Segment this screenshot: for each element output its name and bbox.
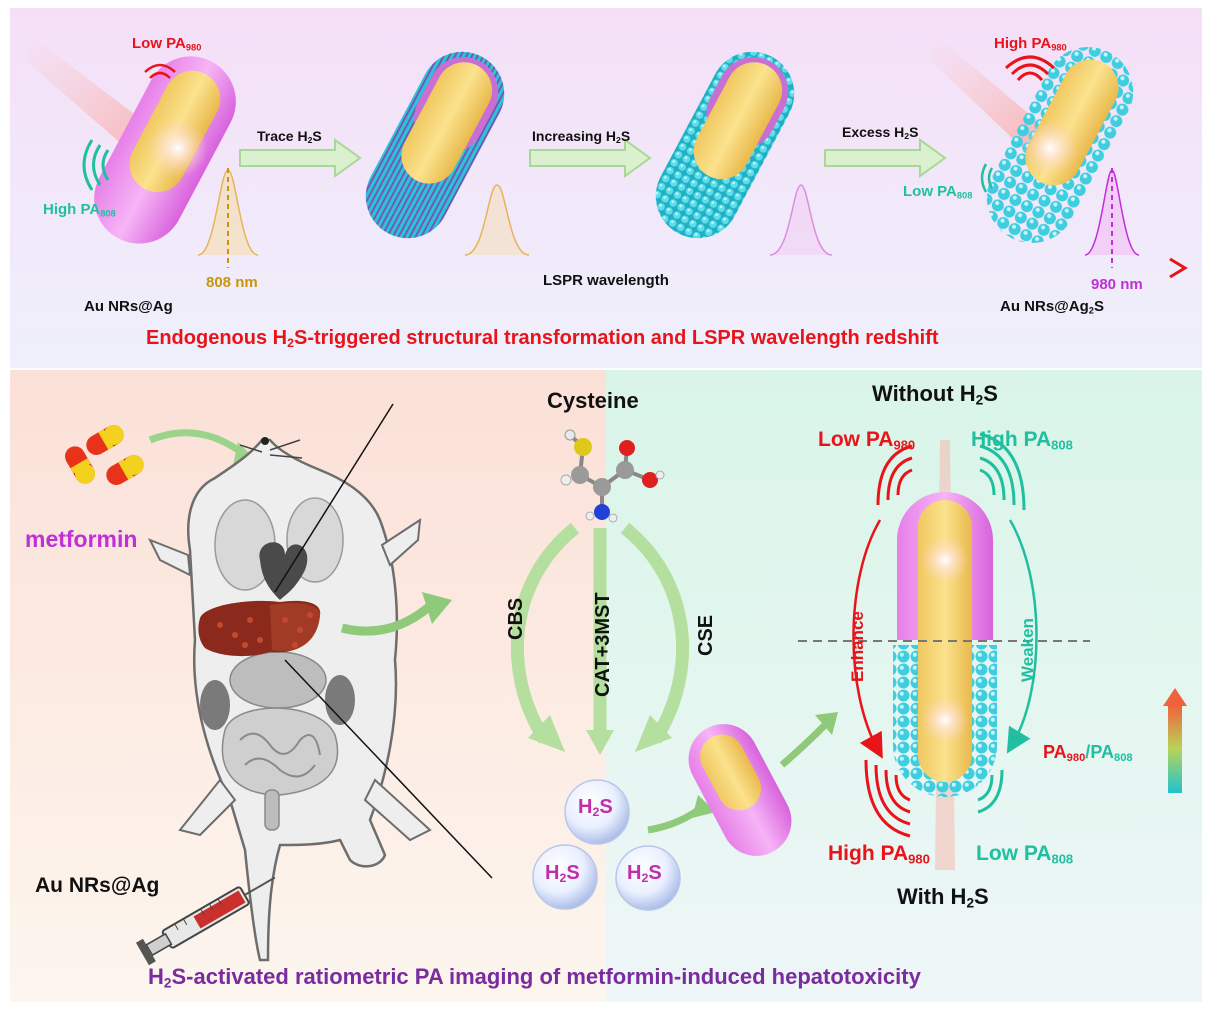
light-flare-4 bbox=[1022, 120, 1078, 176]
transform-arrow-3 bbox=[824, 138, 947, 178]
label-cbs: CBS bbox=[505, 597, 527, 640]
liver-to-pathway-arrow bbox=[340, 602, 433, 636]
top-caption: Endogenous H2S-triggered structural tran… bbox=[146, 327, 939, 351]
label-low-pa980: Low PA980 bbox=[818, 428, 916, 453]
light-flare-1 bbox=[148, 118, 208, 178]
transform-arrow-2 bbox=[529, 138, 652, 178]
label-trace-h2s: Trace H2S bbox=[257, 128, 322, 146]
label-with-h2s: With H2S bbox=[897, 884, 989, 911]
wave-high-pa980 bbox=[864, 759, 911, 838]
h2s-bubble-1 bbox=[564, 779, 630, 845]
zoom-line-bottom bbox=[284, 659, 493, 879]
label-enhance: Enhance bbox=[848, 611, 867, 682]
metformin-capsule-3 bbox=[106, 455, 144, 485]
spectrum-peak-2 bbox=[464, 184, 530, 256]
probe-to-detail-arrowhead bbox=[815, 712, 838, 735]
label-ratio: PA980/PA808 bbox=[1043, 742, 1133, 764]
label-au-nrs-ag-top: Au NRs@Ag bbox=[84, 298, 173, 315]
ratio-colorbar bbox=[1168, 705, 1182, 793]
h2s-text-3: H2S bbox=[627, 862, 662, 886]
h2s-bubble-3 bbox=[615, 845, 681, 911]
syringe bbox=[135, 876, 276, 966]
bottom-caption: H2S-activated ratiometric PA imaging of … bbox=[148, 964, 921, 991]
signal-wave-high-pa980-top bbox=[1004, 55, 1056, 82]
liver bbox=[198, 600, 321, 657]
metformin-capsule-2 bbox=[65, 446, 95, 484]
label-low-pa980-top: Low PA980 bbox=[132, 35, 202, 53]
probe-rod-center bbox=[688, 724, 792, 856]
signal-wave-low-pa808-top bbox=[980, 163, 994, 193]
rod-trace-h2s bbox=[365, 51, 505, 239]
signal-wave-high-pa808-top bbox=[82, 139, 110, 191]
zoom-line-top bbox=[274, 403, 394, 593]
detail-flare-top bbox=[921, 536, 969, 584]
label-metformin: metformin bbox=[25, 526, 138, 552]
label-high-pa980: High PA980 bbox=[828, 842, 930, 867]
label-increasing-h2s: Increasing H2S bbox=[532, 128, 631, 146]
label-cysteine: Cysteine bbox=[547, 388, 639, 413]
signal-wave-low-pa980-top bbox=[144, 63, 176, 79]
wave-high-pa808 bbox=[979, 432, 1026, 511]
label-weaken: Weaken bbox=[1018, 618, 1037, 682]
label-980nm: 980 nm bbox=[1091, 276, 1143, 293]
oral-arrow bbox=[148, 429, 248, 458]
label-high-pa980-top: High PA980 bbox=[994, 35, 1067, 53]
label-808nm: 808 nm bbox=[206, 274, 258, 291]
cse-arrowhead bbox=[635, 715, 672, 752]
enhance-arrow bbox=[852, 519, 883, 759]
lspr-axis-arrowhead bbox=[1169, 257, 1188, 279]
h2s-text-1: H2S bbox=[578, 796, 613, 820]
weaken-arrow bbox=[1006, 519, 1038, 754]
metformin-capsule-1 bbox=[86, 425, 124, 455]
label-without-h2s: Without H2S bbox=[872, 381, 998, 408]
h2s-bubble-2 bbox=[532, 844, 598, 910]
label-cat-3mst: CAT+3MST bbox=[592, 592, 614, 697]
label-low-pa808: Low PA808 bbox=[976, 842, 1074, 867]
transform-arrow-1 bbox=[239, 138, 362, 178]
label-au-nrs-ag-bottom: Au NRs@Ag bbox=[35, 874, 160, 897]
liver-to-pathway-arrowhead bbox=[422, 592, 452, 624]
h2s-text-2: H2S bbox=[545, 862, 580, 886]
cat-3mst-arrowhead bbox=[586, 730, 614, 755]
h2s-to-probe-arrowhead bbox=[692, 795, 716, 818]
label-au-nrs-ag2s-top: Au NRs@Ag2S bbox=[1000, 298, 1104, 316]
cysteine-molecule bbox=[560, 429, 665, 523]
mouse-illustration bbox=[147, 437, 432, 962]
cbs-arrowhead bbox=[528, 715, 565, 752]
spectrum-peak-3 bbox=[769, 184, 833, 256]
label-high-pa808-top: High PA808 bbox=[43, 201, 116, 219]
label-high-pa808: High PA808 bbox=[971, 428, 1073, 453]
cbs-arrow bbox=[510, 522, 580, 744]
label-cse: CSE bbox=[695, 614, 717, 656]
ratio-colorbar-arrowhead bbox=[1163, 688, 1187, 706]
probe-to-detail-arrow bbox=[779, 722, 828, 768]
cse-arrow bbox=[620, 522, 690, 744]
rod-increasing-h2s bbox=[655, 51, 795, 239]
label-low-pa808-top: Low PA808 bbox=[903, 183, 973, 201]
label-excess-h2s: Excess H2S bbox=[842, 124, 919, 142]
detail-flare-bottom bbox=[921, 696, 969, 744]
wave-low-pa808 bbox=[977, 769, 1004, 814]
wave-low-pa980 bbox=[876, 444, 913, 506]
label-lspr-wavelength: LSPR wavelength bbox=[543, 272, 669, 289]
